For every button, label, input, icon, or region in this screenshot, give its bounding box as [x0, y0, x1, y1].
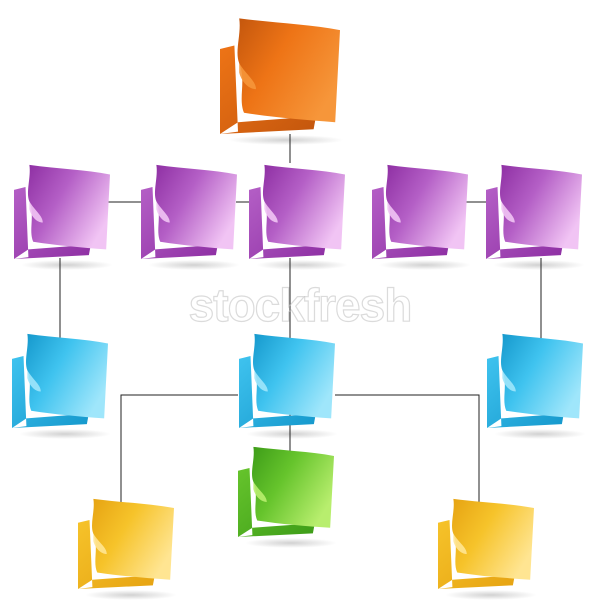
folder-curl	[387, 201, 401, 223]
folder-curl	[453, 533, 467, 555]
shadow-l3-c	[444, 590, 537, 600]
folder-curl	[254, 370, 268, 392]
shadow-l1-c	[255, 260, 348, 270]
folder-back	[141, 187, 218, 259]
shadow-l2-b	[245, 429, 338, 439]
folder-nodes	[12, 18, 583, 589]
shadow-l3-b	[244, 538, 337, 548]
folder-curl	[29, 201, 43, 223]
shadow-l1-a	[20, 260, 113, 270]
folder-back	[78, 520, 155, 589]
folder-node-l3-b	[238, 446, 334, 537]
folder-curl	[156, 201, 170, 223]
folder-node-l1-a	[14, 164, 111, 259]
folder-back	[14, 187, 91, 259]
connector-lines	[59, 134, 542, 507]
folder-back	[220, 45, 316, 134]
folder-curl	[27, 370, 41, 392]
folder-front	[92, 498, 174, 580]
folder-curl	[501, 201, 515, 223]
shadow-l2-a	[18, 429, 111, 439]
folder-curl	[253, 481, 267, 503]
shadow-l2-c	[493, 429, 586, 439]
folder-back	[486, 187, 563, 259]
shadow-l1-d	[378, 260, 471, 270]
folder-curl	[264, 201, 278, 223]
folder-back	[372, 187, 449, 259]
folder-back	[487, 356, 564, 428]
connector-l2-b-l3-a	[120, 394, 238, 507]
folder-node-l1-d	[372, 164, 468, 259]
folder-back	[239, 356, 316, 428]
folder-back	[238, 468, 315, 537]
folder-front	[28, 164, 111, 250]
folder-front	[155, 164, 237, 250]
folder-front	[253, 333, 335, 419]
folder-node-l3-a	[78, 498, 174, 589]
folder-front	[263, 164, 345, 250]
folder-back	[438, 520, 515, 589]
folder-node-l1-e	[486, 164, 582, 259]
folder-front	[501, 333, 583, 419]
folder-front	[386, 164, 468, 250]
connector-l2-b-l3-c	[335, 394, 480, 507]
folder-front	[452, 498, 534, 580]
folder-node-l1-b	[141, 164, 237, 259]
folder-front	[500, 164, 582, 250]
shadow-l1-b	[147, 260, 240, 270]
node-shadows	[18, 135, 586, 600]
folder-node-l1-c	[249, 164, 345, 259]
folder-node-l2-b	[239, 333, 335, 428]
shadow-l1-e	[492, 260, 585, 270]
folder-back	[12, 356, 89, 428]
folder-node-l2-c	[487, 333, 583, 428]
folder-front	[26, 333, 109, 419]
shadow-l3-a	[84, 590, 177, 600]
folder-front	[237, 18, 340, 123]
folder-curl	[239, 63, 256, 90]
folder-node-l2-a	[12, 333, 109, 428]
folder-node-root	[220, 18, 340, 134]
folder-back	[249, 187, 326, 259]
folder-front	[252, 446, 334, 528]
folder-curl	[93, 533, 107, 555]
shadow-root	[228, 135, 344, 145]
folder-node-l3-c	[438, 498, 534, 589]
folder-curl	[502, 370, 516, 392]
